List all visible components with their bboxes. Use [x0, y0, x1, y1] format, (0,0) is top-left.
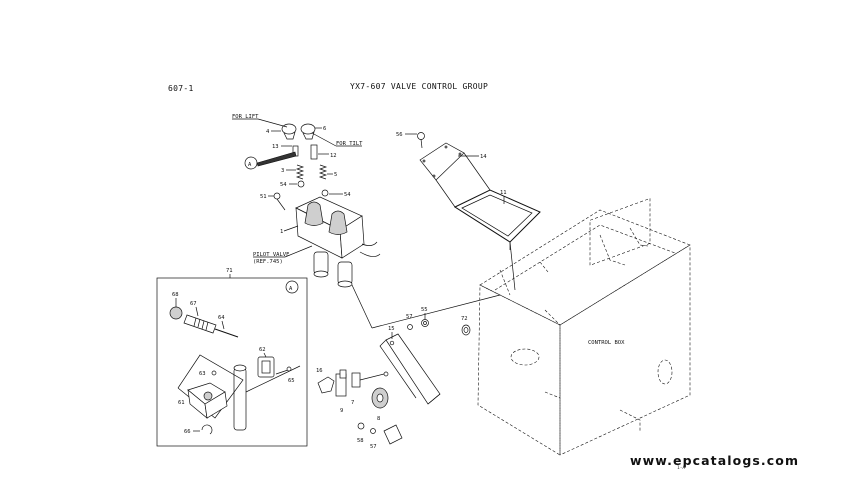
- callout-55: 55: [421, 307, 428, 313]
- callout-14: 14: [480, 154, 487, 160]
- callout-11: 11: [500, 190, 507, 196]
- control-box-label: CONTROL BOX: [588, 340, 625, 346]
- page-code: 607-1: [168, 84, 194, 93]
- callout-12: 12: [330, 153, 337, 159]
- grommet-72: [461, 324, 471, 336]
- bolt-55: [421, 319, 429, 327]
- nut-54-right: [321, 189, 329, 197]
- callout-8: 8: [377, 416, 380, 422]
- nut-54-left: [297, 180, 305, 188]
- switch-body-61: [187, 382, 228, 419]
- detail-a-inset-label: A: [289, 286, 293, 292]
- callout-56: 56: [396, 132, 403, 138]
- callout-15: 15: [388, 326, 395, 332]
- switch-62: [257, 356, 275, 378]
- watermark[interactable]: www.epcatalogs.com: [630, 453, 800, 468]
- washer-57-top: [407, 324, 413, 330]
- callout-5: 5: [334, 172, 337, 178]
- callout-61: 61: [178, 400, 185, 406]
- for-lift-label: FOR LIFT: [232, 114, 259, 120]
- callout-65: 65: [288, 378, 295, 384]
- callout-57-bottom: 57: [370, 444, 377, 450]
- callout-3: 3: [281, 168, 284, 174]
- bracket-15: [379, 333, 441, 405]
- callout-13: 13: [272, 144, 279, 150]
- callout-71: 71: [226, 268, 233, 274]
- callout-63: 63: [199, 371, 206, 377]
- pilot-valve-ref: (REF.745): [253, 259, 283, 265]
- callout-62: 62: [259, 347, 266, 353]
- detail-a-inset: [156, 274, 308, 447]
- bolt-58: [357, 422, 365, 430]
- control-box: [477, 198, 691, 456]
- tube: [233, 364, 247, 431]
- callout-64: 64: [218, 315, 225, 321]
- grip-67: [183, 314, 239, 338]
- callout-6: 6: [323, 126, 326, 132]
- bolt-56: [417, 132, 425, 149]
- knob-68: [169, 306, 183, 320]
- callout-72: 72: [461, 316, 468, 322]
- bracket-16: [317, 376, 335, 394]
- callout-7: 7: [351, 400, 354, 406]
- cover-plate-14: [419, 142, 465, 181]
- callout-67: 67: [190, 301, 197, 307]
- detail-a-callout: [244, 151, 297, 170]
- callout-68: 68: [172, 292, 179, 298]
- block-9: [335, 369, 347, 397]
- callout-66: 66: [184, 429, 191, 435]
- callout-1: 1: [280, 229, 283, 235]
- callout-58: 58: [357, 438, 364, 444]
- arm-7: [351, 371, 389, 388]
- callout-9: 9: [340, 408, 343, 414]
- pilot-valve-body: [295, 196, 381, 288]
- pilot-valve-label: PILOT VALVE: [253, 252, 289, 258]
- small-plate: [383, 424, 403, 445]
- spring-3: [295, 164, 305, 180]
- callout-54-left: 54: [280, 182, 287, 188]
- disc-8: [371, 387, 389, 409]
- spring-5: [318, 164, 328, 180]
- callout-16: 16: [316, 368, 323, 374]
- for-tilt-label: FOR TILT: [336, 141, 363, 147]
- lever-knob-tilt: [300, 123, 316, 140]
- cover-frame-11: [453, 189, 541, 250]
- callout-51: 51: [260, 194, 267, 200]
- callout-54-right: 54: [344, 192, 351, 198]
- callout-4: 4: [266, 129, 270, 135]
- callout-57-top: 57: [406, 314, 413, 320]
- washer-57-bottom: [370, 428, 376, 434]
- page-title: YX7-607 VALVE CONTROL GROUP: [350, 82, 489, 91]
- sheet-reference: 1-A: [677, 466, 686, 471]
- detail-a-label: A: [248, 162, 252, 168]
